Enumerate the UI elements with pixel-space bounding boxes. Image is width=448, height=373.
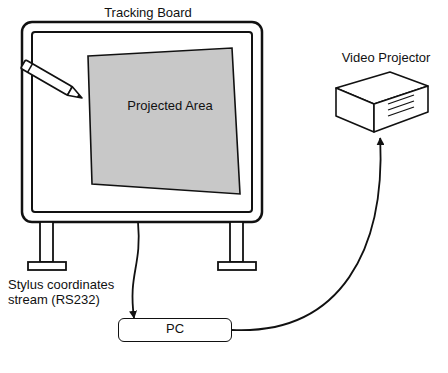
pc-box: PC <box>118 318 232 342</box>
board-leg <box>40 222 53 262</box>
connector-arrow <box>132 222 138 318</box>
node-label: Tracking Board <box>18 2 278 20</box>
board-surface <box>32 32 252 212</box>
projected-area: Projected Area <box>84 46 256 196</box>
connector-arrow <box>232 138 381 330</box>
projected-quad <box>84 46 244 196</box>
board-foot <box>28 262 66 270</box>
video-projector: Video Projector <box>328 48 444 138</box>
node-label: PC <box>119 319 231 339</box>
node-label: Projected Area <box>84 98 256 113</box>
edge-label: Stylus coordinates stream (RS232) <box>6 277 128 307</box>
board-frame <box>22 22 262 222</box>
board-foot <box>218 262 256 270</box>
node-label: Video Projector <box>328 48 444 65</box>
tracking-board: Tracking BoardProjected Area <box>18 2 278 222</box>
stylus-pen <box>21 60 85 103</box>
board-leg <box>230 222 243 262</box>
